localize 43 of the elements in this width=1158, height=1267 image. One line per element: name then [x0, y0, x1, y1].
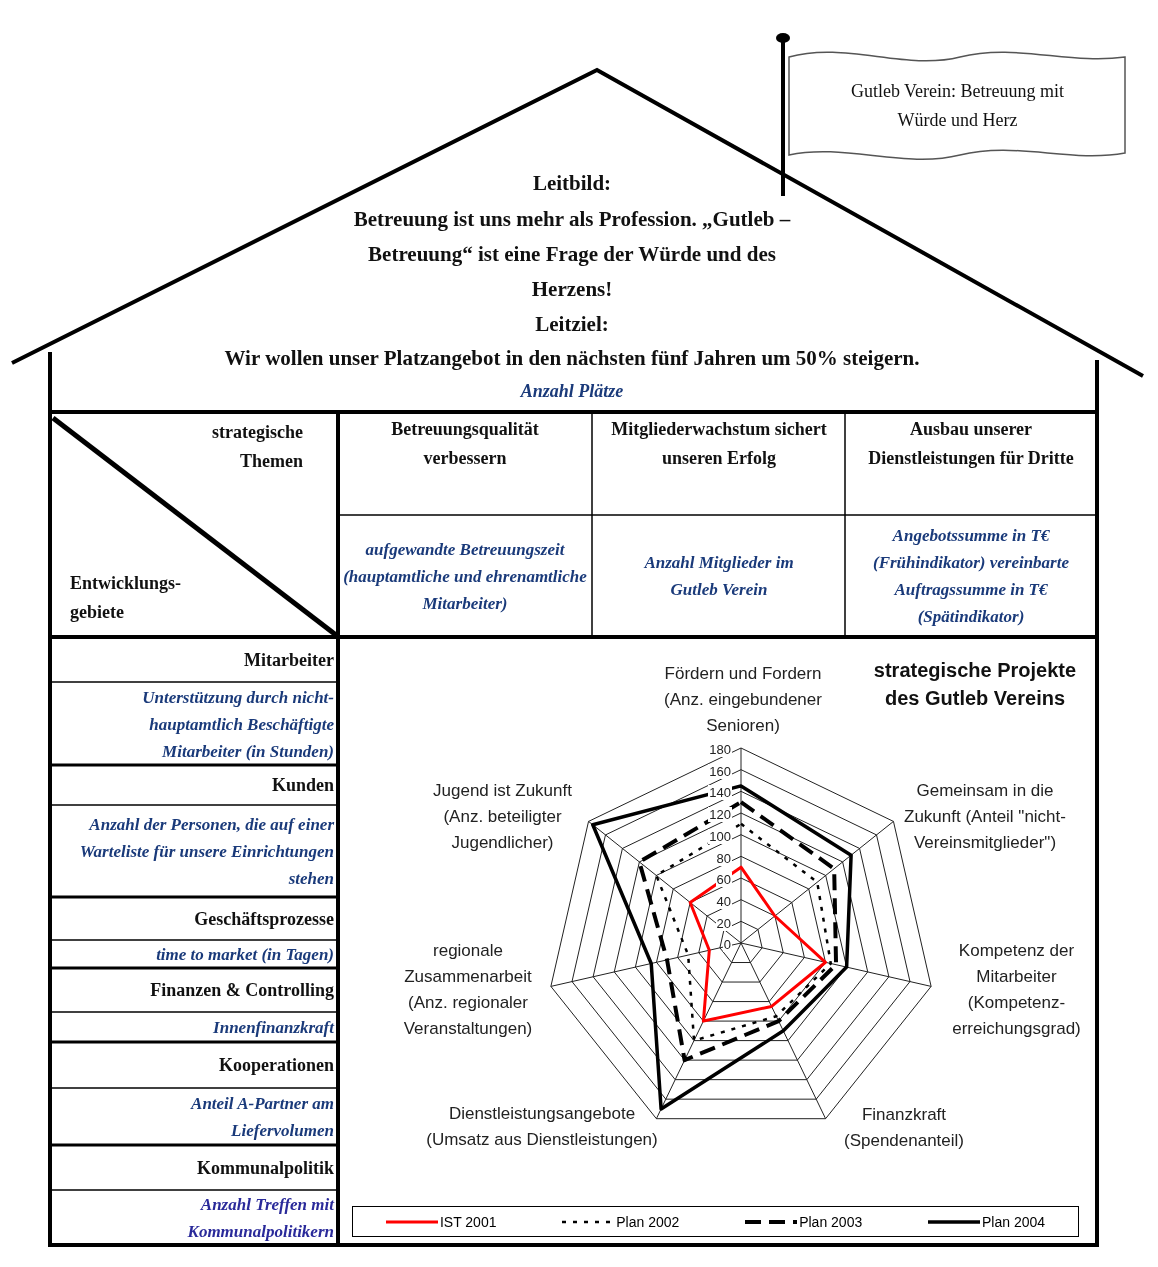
- tick-label: 100: [708, 828, 732, 844]
- heading-text: Finanzen & Controlling: [150, 979, 334, 1002]
- goal-statement: Wir wollen unser Platzangebot in den nächsten fünf Jahren um 50% steigern.: [223, 345, 921, 372]
- tick-label: 140: [708, 784, 732, 800]
- mission-statement: Betreuung ist uns mehr als Profession. „Gutleb – Betreuung“ ist eine Frage der Würde und des Herzens!: [352, 206, 792, 303]
- heading-text: Kooperationen: [219, 1054, 334, 1077]
- goal-measure: Anzahl Plätze: [519, 380, 625, 403]
- heading-text: Kommunalpolitik: [196, 1156, 334, 1180]
- tick-label: 60: [715, 871, 732, 887]
- heading-text: Ausbau unserer Dienstleistungen für Dritte: [867, 418, 1075, 470]
- legend-label: Plan 2002: [616, 1213, 680, 1230]
- heading-text: Entwicklungs-gebiete: [70, 571, 183, 624]
- indicator-text: Anzahl der Personen, die auf einer Warteliste für unsere Einrichtungen stehen: [78, 814, 334, 890]
- indicator-text: Anzahl Treffen mit Kommunalpolitikern: [186, 1193, 334, 1243]
- roof-heading: Leitbild:: [531, 170, 613, 197]
- tick-label: 160: [708, 763, 732, 779]
- tick-label: 120: [708, 806, 732, 822]
- axis-label: Finanzkraft (Spendenanteil): [843, 1104, 965, 1152]
- axis-label: Dienstleistungsangebote (Umsatz aus Dienstleistungen): [425, 1103, 659, 1151]
- axis-label: Fördern und Fordern (Anz. eingebundener Senioren): [663, 663, 823, 737]
- roof-heading: Leitziel:: [534, 311, 610, 338]
- indicator-text: Unterstützung durch nicht-hauptamtlich Beschäftigte Mitarbeiter (in Stunden): [141, 686, 334, 763]
- heading-text: Geschäftsprozesse: [194, 907, 334, 931]
- flag-text: Gutleb Verein: Betreuung mit Würde und Herz: [849, 80, 1066, 132]
- indicator-text: aufgewandte Betreuungszeit (hauptamtliche und ehrenamtliche Mitarbeiter): [342, 538, 588, 615]
- indicator-text: Angebotssumme in T€ (Frühindikator) vereinbarte Auftragssumme in T€ (Spätindikator): [872, 525, 1070, 628]
- indicator-text: Anzahl Mitglieder im Gutleb Verein: [642, 552, 795, 601]
- heading-text: Kunden: [271, 774, 334, 797]
- legend-label: Plan 2003: [799, 1213, 863, 1230]
- axis-label: regionale Zusammenarbeit (Anz. regionaler Veranstaltungen): [402, 940, 534, 1040]
- indicator-text: Innenfinanzkraft: [213, 1017, 334, 1039]
- chart-title: strategische Projekte des Gutleb Vereins: [872, 658, 1078, 711]
- heading-text: Mitgliederwachstum sichert unseren Erfolg: [610, 418, 828, 470]
- axis-label: Gemeinsam in die Zukunft (Anteil "nicht-Vereinsmitglieder"): [903, 780, 1067, 854]
- legend-label: IST 2001: [439, 1213, 497, 1230]
- axis-label: Jugend ist Zukunft (Anz. beteiligter Jugendlicher): [432, 780, 573, 854]
- heading-text: strategische Themen: [211, 421, 303, 473]
- legend-label: Plan 2004: [982, 1213, 1046, 1230]
- heading-text: Betreuungsqualität verbessern: [390, 418, 540, 470]
- indicator-text: Anteil A-Partner am Liefervolumen: [189, 1093, 334, 1142]
- heading-text: Mitarbeiter: [244, 649, 334, 672]
- indicator-text: time to market (in Tagen): [156, 944, 334, 966]
- axis-label: Kompetenz der Mitarbeiter (Kompetenz-erreichungsgrad): [951, 940, 1082, 1040]
